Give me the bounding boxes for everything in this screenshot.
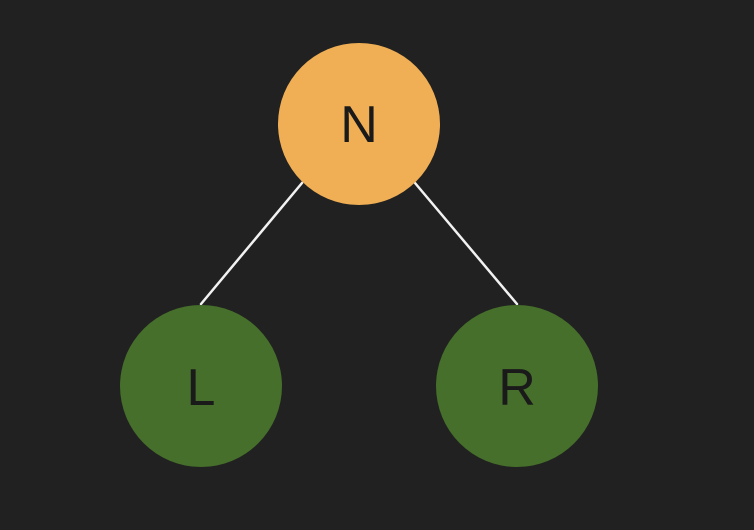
edge-root-left — [199, 181, 304, 306]
node-right-label: R — [498, 359, 536, 417]
node-left-circle — [120, 305, 282, 467]
node-right-circle — [436, 305, 598, 467]
node-root: N — [278, 43, 440, 205]
edge-root-right — [413, 181, 519, 306]
node-root-label: N — [340, 96, 378, 154]
node-left: L — [120, 305, 282, 467]
node-right: R — [436, 305, 598, 467]
node-left-label: L — [187, 359, 216, 417]
node-root-circle — [278, 43, 440, 205]
